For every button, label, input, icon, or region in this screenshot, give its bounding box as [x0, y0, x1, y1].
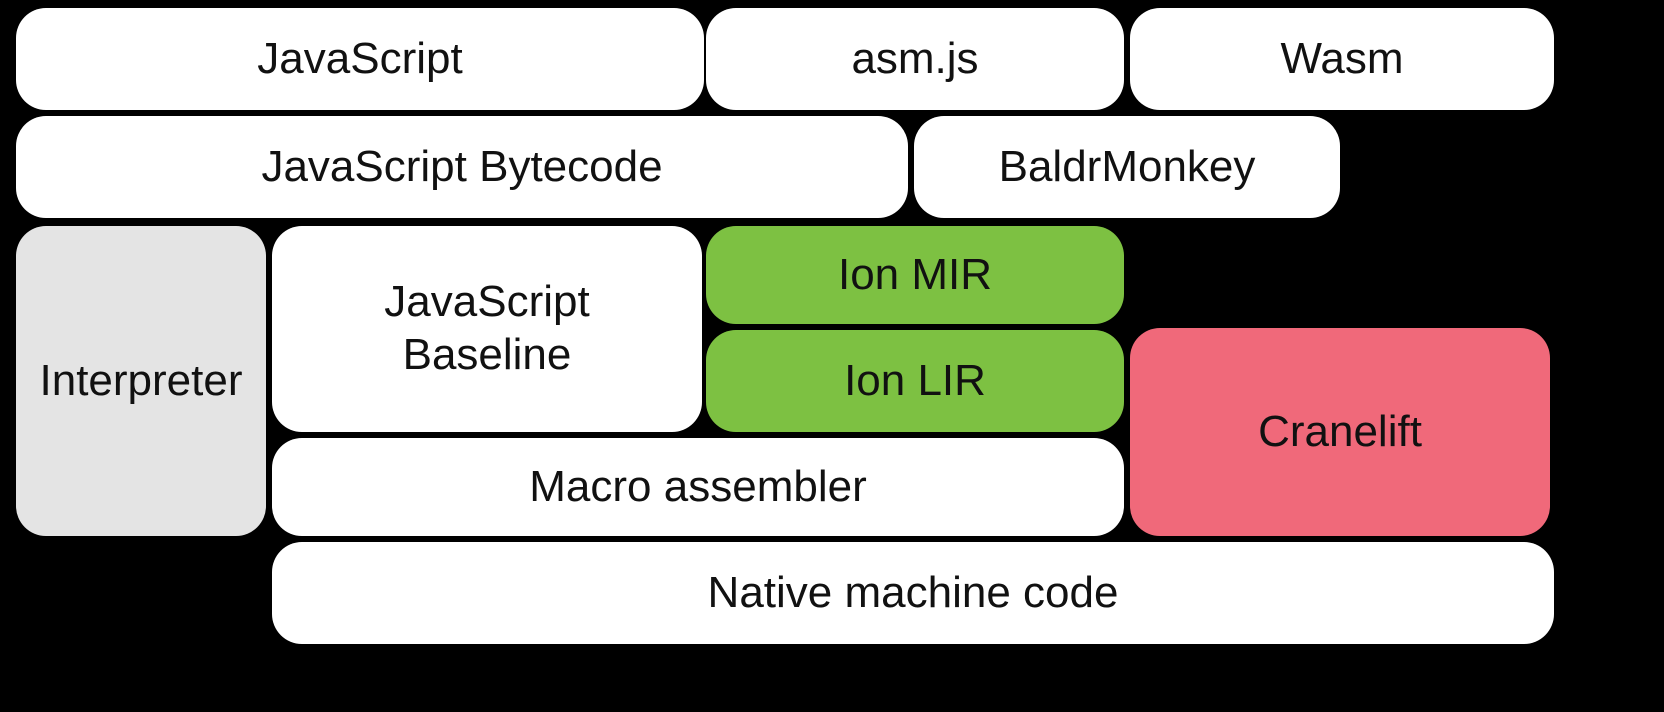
node-macro-assembler: Macro assembler: [272, 438, 1124, 536]
node-javascript-baseline: JavaScript Baseline: [272, 226, 702, 432]
node-native-machine-code: Native machine code: [272, 542, 1554, 644]
node-label-baldrmonkey: BaldrMonkey: [998, 141, 1256, 191]
node-ion-mir: Ion MIR: [706, 226, 1124, 324]
node-wasm: Wasm: [1130, 8, 1554, 110]
node-baldrmonkey: BaldrMonkey: [914, 116, 1340, 218]
node-label-javascript-bytecode: JavaScript Bytecode: [261, 141, 663, 191]
node-label-ion-mir: Ion MIR: [837, 249, 993, 299]
node-label-macro-assembler: Macro assembler: [529, 461, 867, 511]
node-javascript: JavaScript: [16, 8, 704, 110]
node-label-javascript-baseline: JavaScript Baseline: [384, 277, 590, 379]
node-label-javascript: JavaScript: [257, 33, 463, 83]
node-asm-js: asm.js: [706, 8, 1124, 110]
node-label-interpreter: Interpreter: [39, 355, 243, 405]
node-label-cranelift: Cranelift: [1258, 406, 1422, 456]
node-cranelift: Cranelift: [1130, 328, 1550, 536]
node-ion-lir: Ion LIR: [706, 330, 1124, 432]
node-label-ion-lir: Ion LIR: [844, 355, 986, 405]
node-label-asm-js: asm.js: [851, 33, 979, 83]
node-javascript-bytecode: JavaScript Bytecode: [16, 116, 908, 218]
node-interpreter: Interpreter: [16, 226, 266, 536]
node-label-native-machine-code: Native machine code: [707, 567, 1119, 617]
node-label-wasm: Wasm: [1280, 33, 1404, 83]
